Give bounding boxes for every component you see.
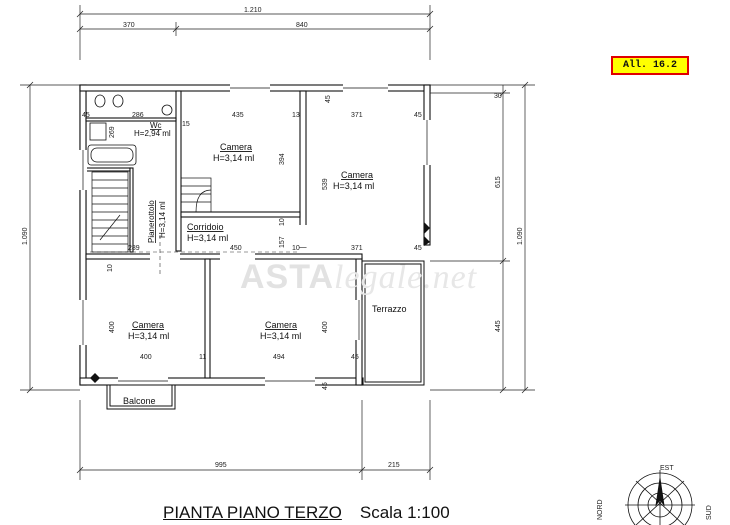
- room-balcone-name: Balcone: [123, 396, 156, 406]
- room-camera1-height: H=3,14 ml: [213, 153, 254, 163]
- dim-top-right: 840: [296, 22, 308, 29]
- dim-15: 15: [182, 121, 190, 128]
- dim-400c: 400: [322, 321, 329, 333]
- attachment-badge: All. 16.2: [611, 56, 689, 75]
- dim-286: 286: [132, 112, 144, 119]
- room-corridoio-height: H=3,14 ml: [187, 233, 228, 243]
- left-dimensions: [20, 81, 80, 394]
- room-camera2-height: H=3,14 ml: [333, 181, 374, 191]
- room-camera1-name: Camera: [220, 142, 252, 152]
- dim-289: 289: [128, 245, 140, 252]
- room-camera2-name: Camera: [341, 170, 373, 180]
- dim-450: 450: [230, 245, 242, 252]
- terrazzo-outline: [361, 260, 425, 386]
- dim-10a: 10: [279, 218, 286, 226]
- bottom-dimensions: [76, 400, 434, 480]
- dim-11: 11: [199, 354, 206, 361]
- watermark-part-a: ASTA: [240, 258, 335, 296]
- dim-45d: 45: [414, 112, 422, 119]
- room-pianerottolo-height: H=3,14 ml: [158, 201, 167, 238]
- right-dimensions: [430, 81, 535, 394]
- room-corridoio-name: Corridoio: [187, 222, 224, 232]
- room-terrazzo-name: Terrazzo: [372, 304, 407, 314]
- dim-10d: 10: [107, 264, 114, 272]
- dim-right-30: 30: [494, 93, 502, 100]
- dim-269: 269: [109, 126, 116, 138]
- watermark-part-b: legale.net: [334, 259, 478, 296]
- markers: [90, 222, 430, 383]
- dim-13: 13: [292, 112, 300, 119]
- dim-394: 394: [279, 153, 286, 165]
- dim-45c: 45: [414, 245, 422, 252]
- balcone-outline: [106, 384, 176, 410]
- room-pianerottolo-name: Pianerottolo: [147, 200, 156, 243]
- dim-494: 494: [273, 354, 285, 361]
- dim-539: 539: [322, 178, 329, 190]
- drawing-scale: Scala 1:100: [359, 503, 450, 522]
- window-sills: [82, 87, 428, 382]
- dim-top-total: 1.210: [244, 7, 262, 14]
- dim-bottom-left: 995: [215, 462, 227, 469]
- dim-400b: 400: [140, 354, 152, 361]
- dim-right-bottom: 445: [495, 320, 502, 332]
- drawing-title: PIANTA PIANO TERZO: [163, 503, 342, 522]
- watermark: ASTAlegale.net: [240, 258, 477, 297]
- dim-45b: 45: [325, 95, 332, 103]
- stairs-spiral: [180, 177, 212, 213]
- room-camera3-name: Camera: [132, 320, 164, 330]
- dim-371b: 371: [351, 245, 363, 252]
- top-dimensions: [76, 5, 434, 60]
- room-wc-name: Wc: [150, 121, 162, 130]
- dim-371a: 371: [351, 112, 363, 119]
- compass-n: NORD: [597, 499, 604, 520]
- compass-s: SUD: [706, 505, 713, 520]
- dim-top-left: 370: [123, 22, 135, 29]
- dim-bottom-right: 215: [388, 462, 400, 469]
- room-camera4-height: H=3,14 ml: [260, 331, 301, 341]
- wc-fixtures: [87, 94, 173, 166]
- dim-right-top: 615: [495, 176, 502, 188]
- stairs-left: [91, 171, 129, 253]
- dim-435: 435: [232, 112, 244, 119]
- dim-400a: 400: [109, 321, 116, 333]
- dim-right-total: 1.090: [517, 227, 524, 245]
- dim-45f: 45: [322, 382, 329, 390]
- room-camera4-name: Camera: [265, 320, 297, 330]
- dim-45e: 45: [351, 354, 359, 361]
- compass-e: EST: [660, 465, 674, 472]
- drawing-title-block: PIANTA PIANO TERZO Scala 1:100: [163, 503, 450, 523]
- dim-10c: 10: [292, 245, 300, 252]
- dim-45a: 45: [82, 112, 90, 119]
- compass-rose-icon: [625, 470, 695, 525]
- dim-157: 157: [279, 236, 286, 248]
- dim-left-total: 1.090: [22, 227, 29, 245]
- room-camera3-height: H=3,14 ml: [128, 331, 169, 341]
- room-wc-height: H=2,94 ml: [134, 129, 171, 138]
